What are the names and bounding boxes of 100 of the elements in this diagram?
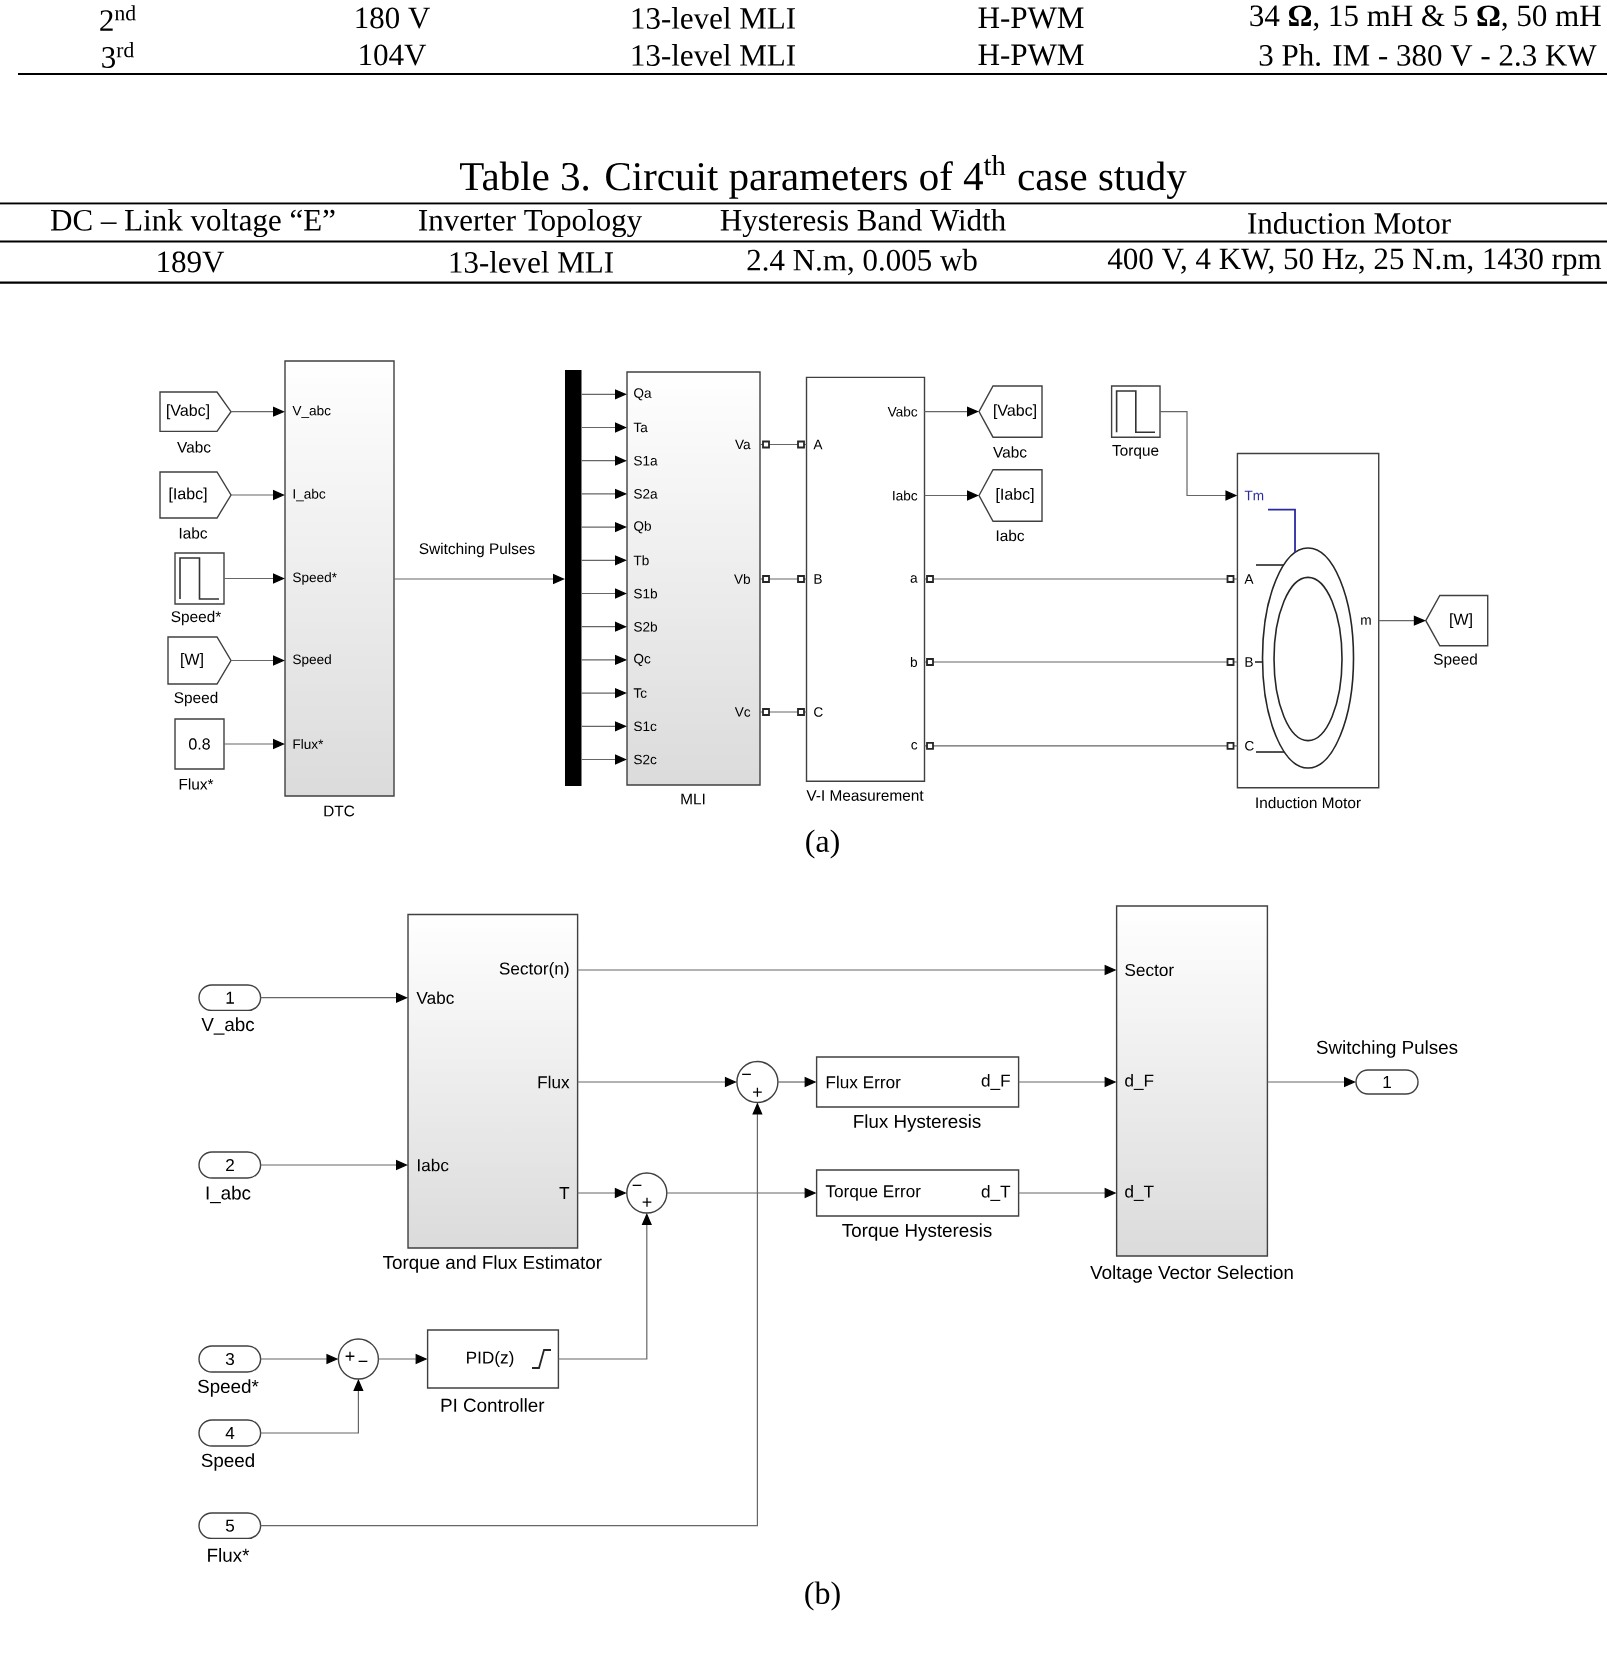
sum-circle bbox=[337, 1338, 380, 1380]
port-label: Sector bbox=[1125, 963, 1174, 977]
port-label: Qa bbox=[634, 388, 652, 401]
port-label: T bbox=[559, 1187, 570, 1199]
column-header: Hysteresis Band Width bbox=[720, 208, 1006, 238]
port-label: Tb bbox=[633, 555, 649, 566]
table-value: 180 V bbox=[356, 7, 430, 29]
column-header: DC – Link voltage “E” bbox=[50, 208, 335, 238]
signal-tag: [Iabc] bbox=[978, 469, 1043, 522]
port-label: A bbox=[1244, 574, 1254, 584]
table-value: 34 Ω, 15 mH & 5 Ω, 50 mH bbox=[1250, 5, 1601, 31]
port-label: Speed bbox=[293, 654, 331, 667]
port-label: Torque Error bbox=[825, 1185, 921, 1201]
arrow bbox=[580, 621, 627, 632]
table-caption: Table 3. Circuit parameters of 4$^{th}$ case study bbox=[460, 155, 1187, 199]
arrow bbox=[580, 754, 627, 765]
sign-label: − bbox=[358, 1360, 368, 1362]
port-label: b bbox=[910, 657, 918, 667]
port-label: B bbox=[1245, 657, 1253, 667]
port-label: Iabc bbox=[418, 1158, 449, 1172]
inport-block: 4 bbox=[198, 1419, 262, 1447]
port-label: Flux Error bbox=[826, 1075, 901, 1089]
column-header: Inverter Topology bbox=[419, 208, 643, 238]
block-label: Iabc bbox=[179, 527, 208, 539]
block-label: Torque bbox=[1112, 445, 1159, 459]
port-label: C bbox=[814, 707, 823, 717]
block-label: V-I Measurement bbox=[806, 790, 924, 801]
port-label: d_T bbox=[1125, 1185, 1154, 1201]
sign-label: + bbox=[642, 1197, 652, 1207]
table-value: 3 Ph. IM - 380 V - 2.3 KW bbox=[1259, 44, 1597, 66]
table-value: 3$^{rd}$ bbox=[102, 42, 135, 68]
arrow bbox=[260, 1379, 364, 1434]
port-label: Qb bbox=[634, 520, 651, 534]
port-label: B bbox=[814, 574, 822, 584]
table-value: 189V bbox=[158, 251, 225, 273]
block-label: MLI bbox=[681, 793, 705, 805]
arrow bbox=[580, 721, 627, 732]
table-value: 13-level MLI bbox=[450, 251, 613, 273]
table-value: 2.4 N.m, 0.005 wb bbox=[747, 248, 977, 276]
inport-block: 1 bbox=[198, 984, 262, 1012]
signal-tag: [Vabc] bbox=[159, 391, 232, 433]
arrow bbox=[580, 455, 627, 466]
signal-tag: [Vabc] bbox=[978, 385, 1043, 438]
edge-label: Switching Pulses bbox=[416, 540, 538, 560]
port-label: d_F bbox=[1125, 1074, 1154, 1090]
block-label: Switching Pulses bbox=[1316, 1040, 1458, 1058]
arrow bbox=[580, 588, 627, 599]
sign-label: + bbox=[753, 1087, 762, 1097]
block-label: V_abc bbox=[201, 1017, 255, 1035]
arrow bbox=[923, 490, 979, 501]
table-value: 400 V, 4 KW, 50 Hz, 25 N.m, 1430 rpm bbox=[1107, 248, 1602, 276]
port-label: S2b bbox=[634, 621, 658, 632]
table-value: 13-level MLI bbox=[632, 7, 795, 29]
port-label: I_abc bbox=[293, 488, 326, 502]
arrow bbox=[223, 573, 285, 584]
port-label: Vb bbox=[734, 574, 751, 584]
block-label: I_abc bbox=[206, 1185, 251, 1204]
port-label: C bbox=[1245, 741, 1254, 751]
connector-line bbox=[923, 578, 1238, 580]
block-label: Flux Hysteresis bbox=[854, 1114, 981, 1132]
table-value: 104V bbox=[360, 44, 427, 66]
controller-block: PID(z) bbox=[426, 1329, 560, 1389]
port-label: S2a bbox=[634, 489, 658, 499]
port-label: Ta bbox=[633, 422, 648, 433]
block-label: Torque Hysteresis bbox=[842, 1223, 992, 1241]
block-label: Voltage Vector Selection bbox=[1090, 1265, 1293, 1283]
port-label: Qc bbox=[634, 653, 651, 666]
port-label: Iabc bbox=[893, 490, 918, 501]
block-label: Vabc bbox=[177, 441, 211, 453]
port-label: S1c bbox=[634, 721, 657, 732]
arrow bbox=[260, 992, 408, 1003]
port-label: S2c bbox=[634, 754, 657, 765]
block-label: Speed bbox=[174, 691, 218, 707]
figure-label: (b) bbox=[805, 1581, 840, 1611]
signal-tag: [W] bbox=[167, 636, 232, 685]
port-label: a bbox=[910, 575, 918, 583]
arrow bbox=[580, 422, 627, 433]
block-label: Speed* bbox=[171, 610, 221, 626]
table-value: 2$^{nd}$ bbox=[100, 5, 136, 31]
port-label: Tc bbox=[633, 688, 647, 698]
port-label: Flux bbox=[538, 1075, 570, 1089]
arrow bbox=[557, 1213, 652, 1360]
signal-tag: [W] bbox=[1425, 594, 1489, 647]
arrow bbox=[923, 406, 979, 417]
block-label: Induction Motor bbox=[1256, 796, 1361, 809]
block-label: Speed* bbox=[198, 1379, 259, 1397]
port-label: d_F bbox=[981, 1074, 1010, 1090]
port-label: S1a bbox=[634, 455, 658, 466]
port-label: Va bbox=[735, 439, 751, 450]
port-label: c bbox=[911, 742, 918, 750]
table-value: H-PWM bbox=[978, 7, 1084, 29]
signal-tag: [Iabc] bbox=[159, 471, 232, 519]
arrow bbox=[580, 555, 627, 566]
port-label: S1b bbox=[634, 588, 658, 599]
port-label: Flux* bbox=[293, 739, 324, 749]
block-label: Speed bbox=[1433, 653, 1477, 668]
block-label: Iabc bbox=[996, 529, 1025, 542]
sign-label: − bbox=[742, 1073, 751, 1075]
block-label: Speed bbox=[201, 1453, 254, 1471]
sum-circle bbox=[626, 1172, 668, 1214]
